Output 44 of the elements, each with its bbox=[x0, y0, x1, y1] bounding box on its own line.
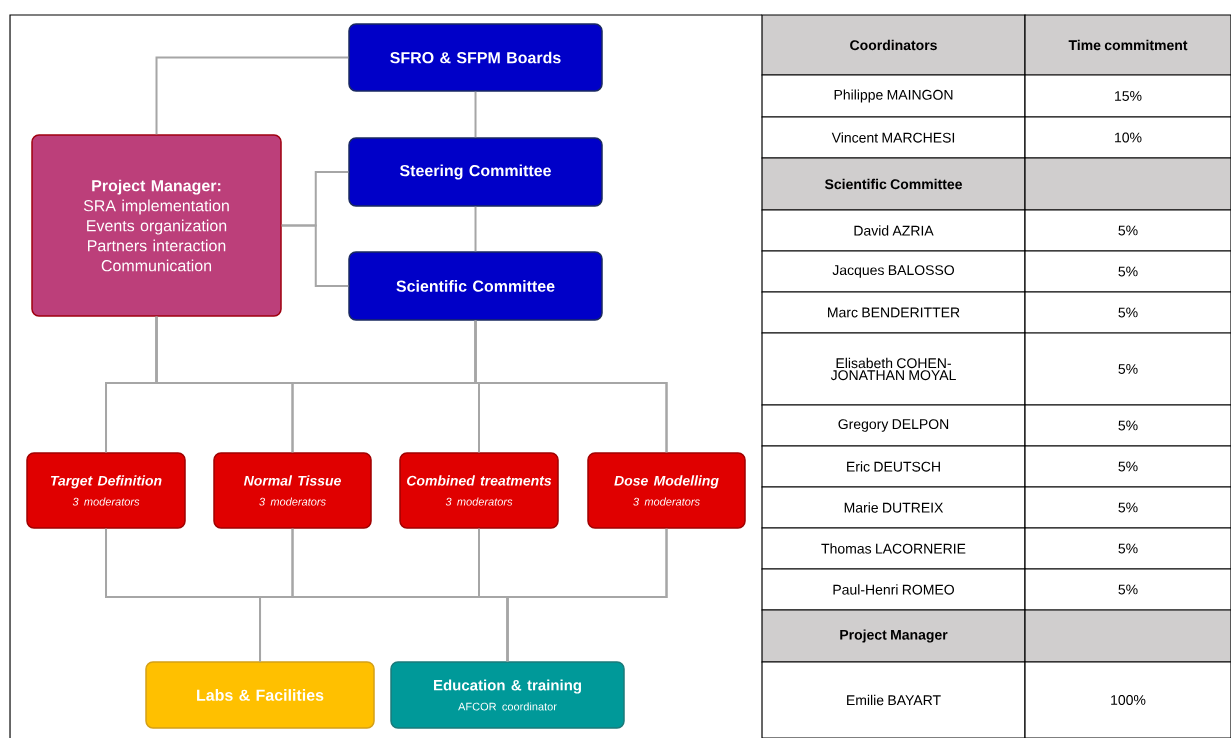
table-cell: Gregory DELPON bbox=[761, 404, 1026, 447]
table-cell: Vincent MARCHESI bbox=[761, 116, 1026, 159]
table-cell: Philippe MAINGON bbox=[761, 74, 1026, 118]
connector-line bbox=[474, 90, 477, 139]
connector-line bbox=[474, 205, 477, 253]
table-header-cell: Scientific Committee bbox=[761, 157, 1026, 211]
education-box: Education & training AFCOR coordinator bbox=[390, 661, 625, 729]
table-cell: 5% bbox=[1024, 291, 1231, 334]
connector-line bbox=[280, 224, 350, 287]
table-cell: Elisabeth COHEN-JONATHAN MOYAL bbox=[761, 332, 1026, 406]
table-cell: 5% bbox=[1024, 250, 1231, 293]
table-cell: 5% bbox=[1024, 404, 1231, 447]
table-cell: 5% bbox=[1024, 568, 1231, 611]
table-cell: David AZRIA bbox=[761, 209, 1026, 252]
table-cell: 5% bbox=[1024, 486, 1231, 529]
table-cell: Eric DEUTSCH bbox=[761, 445, 1026, 488]
table-header-cell: Coordinators bbox=[761, 14, 1026, 76]
table-cell: Thomas LACORNERIE bbox=[761, 527, 1026, 570]
working-group-box: Target Definition 3 moderators bbox=[26, 452, 186, 529]
manager-box: Project Manager: SRA implementation Events organization Partners interaction Communication bbox=[31, 134, 282, 317]
committee-box: Scientific Committee bbox=[348, 251, 603, 321]
connector-line bbox=[506, 527, 668, 663]
table-cell: 10% bbox=[1024, 116, 1231, 159]
table-cell: Paul-Henri ROMEO bbox=[761, 568, 1026, 611]
working-group-box: Normal Tissue 3 moderators bbox=[213, 452, 372, 529]
table-cell: 15% bbox=[1024, 74, 1231, 118]
connector-line bbox=[155, 56, 350, 136]
working-group-box: Combined treatments 3 moderators bbox=[399, 452, 559, 529]
table-cell: 5% bbox=[1024, 332, 1231, 406]
committee-box: Steering Committee bbox=[348, 137, 603, 207]
table-cell: 5% bbox=[1024, 445, 1231, 488]
table-header-cell: Project Manager bbox=[761, 609, 1026, 663]
working-group-box: Dose Modelling 3 moderators bbox=[587, 452, 746, 529]
table-header-cell: Time commitment bbox=[1024, 14, 1231, 76]
table-cell: Marc BENDERITTER bbox=[761, 291, 1026, 334]
table-cell: 5% bbox=[1024, 209, 1231, 252]
table-cell: 5% bbox=[1024, 527, 1231, 570]
labs-box: Labs & Facilities bbox=[145, 661, 375, 729]
connector-line bbox=[474, 319, 668, 454]
table-cell: 100% bbox=[1024, 661, 1231, 738]
table-cell: Emilie BAYART bbox=[761, 661, 1026, 738]
table-cell: Marie DUTREIX bbox=[761, 486, 1026, 529]
board-box: SFRO & SFPM Boards bbox=[348, 23, 603, 92]
table-cell: Jacques BALOSSO bbox=[761, 250, 1026, 293]
